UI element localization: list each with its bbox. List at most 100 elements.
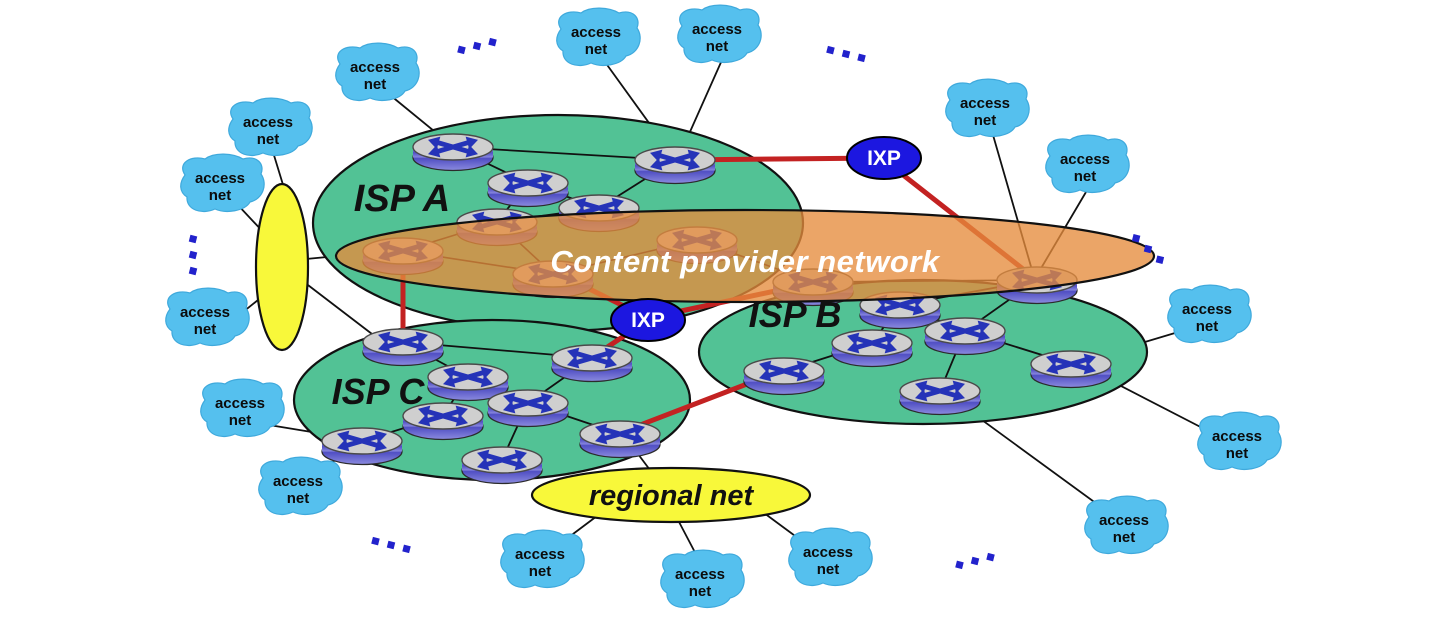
access-net-label-line1: access bbox=[1099, 512, 1149, 529]
router-icon-isp-c bbox=[488, 390, 568, 427]
content-provider-label: Content provider network bbox=[550, 244, 940, 279]
router-icon-isp-c bbox=[552, 345, 632, 382]
access-net-label-line1: access bbox=[180, 304, 230, 321]
access-net-label-line2: net bbox=[209, 187, 232, 204]
access-link-line bbox=[303, 281, 373, 335]
router-icon-isp-a bbox=[635, 147, 715, 184]
access-net-label-line1: access bbox=[675, 566, 725, 583]
access-net-label-line1: access bbox=[273, 473, 323, 490]
ellipsis-dot bbox=[188, 250, 198, 260]
ellipsis-dot bbox=[402, 544, 411, 554]
ellipsis-dot bbox=[826, 45, 835, 55]
access-net-label-line1: access bbox=[243, 114, 293, 131]
access-net-label-line2: net bbox=[585, 41, 608, 58]
router-icon-isp-b bbox=[1031, 351, 1111, 388]
isp-a-label: ISP A bbox=[354, 178, 450, 220]
ellipsis-dot bbox=[970, 556, 980, 566]
access-net-label-line2: net bbox=[194, 321, 217, 338]
ellipsis-dot bbox=[841, 49, 851, 59]
router-icon-isp-c bbox=[580, 421, 660, 458]
access-net-label-line2: net bbox=[529, 563, 552, 580]
ellipsis-dot bbox=[1143, 244, 1153, 254]
ellipsis-dot bbox=[386, 540, 396, 550]
router-icon-isp-b bbox=[925, 318, 1005, 355]
access-net-label-line1: access bbox=[1182, 301, 1232, 318]
access-net-label-line2: net bbox=[974, 112, 997, 129]
access-net-label-line2: net bbox=[257, 131, 280, 148]
access-net-label-line2: net bbox=[364, 76, 387, 93]
access-net-label-line2: net bbox=[229, 412, 252, 429]
access-net-label-line2: net bbox=[1196, 318, 1219, 335]
access-link-line bbox=[272, 151, 285, 189]
ixp-layer: IXP IXP bbox=[610, 136, 922, 342]
router-icon-isp-a bbox=[488, 170, 568, 207]
ellipsis-dot bbox=[1155, 255, 1165, 264]
access-net-label-line1: access bbox=[1060, 151, 1110, 168]
ellipsis-dot bbox=[188, 234, 198, 244]
ellipsis-dot bbox=[488, 37, 497, 47]
ellipsis-dot bbox=[188, 266, 198, 276]
ellipsis-dot bbox=[955, 560, 964, 570]
access-net-label-line2: net bbox=[706, 38, 729, 55]
ixp-middle-oval bbox=[610, 298, 686, 342]
isp-c-label: ISP C bbox=[332, 371, 426, 412]
router-icon-isp-c bbox=[322, 428, 402, 465]
ixp-top-label: IXP bbox=[867, 147, 901, 170]
ellipsis-dot bbox=[1131, 234, 1141, 243]
isp-b-label: ISP B bbox=[749, 294, 842, 335]
ellipsis-dot bbox=[986, 552, 995, 562]
router-icon-isp-b bbox=[744, 358, 824, 395]
access-net-label-line2: net bbox=[1226, 445, 1249, 462]
ellipsis-dot bbox=[472, 41, 482, 51]
ixp-middle-label: IXP bbox=[631, 309, 665, 332]
regional-net-bottom-ellipse bbox=[530, 466, 812, 524]
access-net-label-line1: access bbox=[803, 544, 853, 561]
ellipsis-dot bbox=[857, 53, 866, 63]
access-net-label-line1: access bbox=[195, 170, 245, 187]
access-net-label-line1: access bbox=[571, 24, 621, 41]
access-net-label-line1: access bbox=[515, 546, 565, 563]
router-icon-isp-b bbox=[832, 330, 912, 367]
access-net-label-line2: net bbox=[287, 490, 310, 507]
access-net-label-line1: access bbox=[215, 395, 265, 412]
access-net-label-line2: net bbox=[1113, 529, 1136, 546]
access-net-label-line1: access bbox=[692, 21, 742, 38]
content-provider-network-ellipse bbox=[334, 208, 1156, 304]
router-icon-isp-c bbox=[363, 329, 443, 366]
access-net-label-line2: net bbox=[817, 561, 840, 578]
ellipsis-dot bbox=[371, 536, 380, 546]
access-net-label-line2: net bbox=[1074, 168, 1097, 185]
ellipsis-dots-layer bbox=[188, 37, 1165, 570]
